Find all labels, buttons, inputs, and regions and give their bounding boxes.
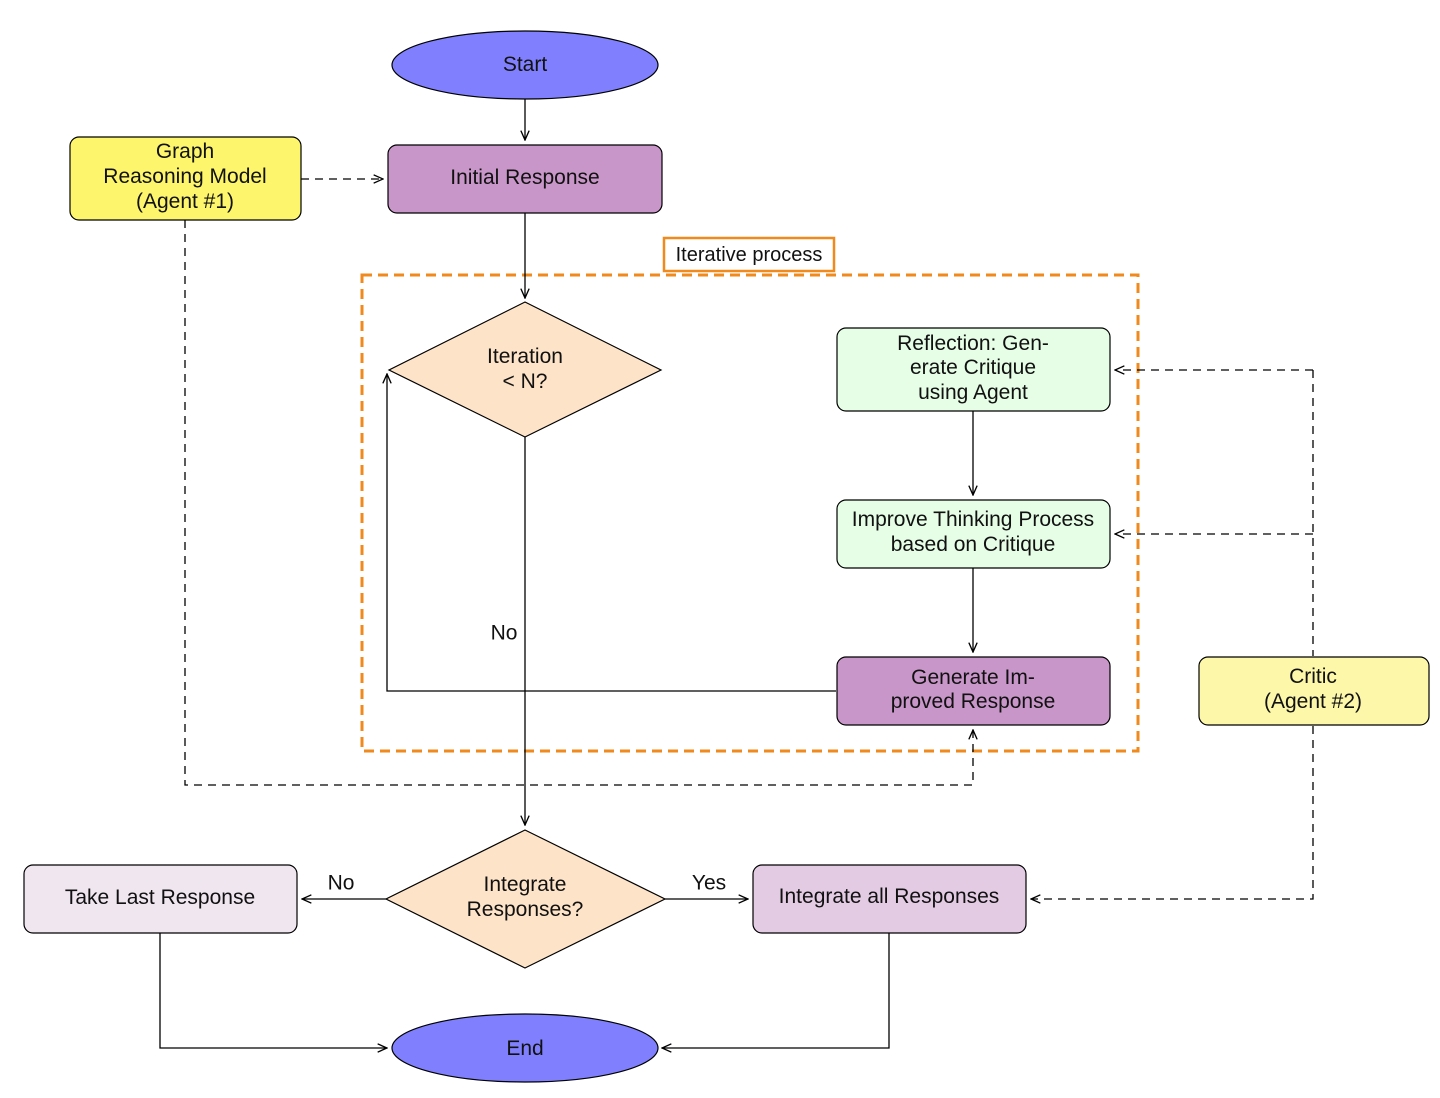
iteration-line-1: Iteration [487, 345, 563, 368]
svg-text:Take Last Response: Take Last Response [65, 886, 255, 909]
svg-text:Improve Thinking Process: Improve Thinking Process [852, 508, 1094, 531]
svg-text:Iteration: Iteration [487, 345, 563, 368]
graph-model-line-3: (Agent #1) [136, 190, 234, 213]
improve-line-1: Improve Thinking Process [852, 508, 1094, 531]
initial-response-node: Initial Response [387, 144, 663, 214]
svg-text:erate Critique: erate Critique [910, 356, 1036, 379]
graph-model-line-1: Graph [156, 140, 214, 163]
edge-critic-to-integrate-all [1031, 726, 1314, 899]
iterative-process-frame [360, 273, 1140, 753]
svg-text:Reflection: Gen-: Reflection: Gen- [897, 332, 1049, 355]
edge-generate-loop-to-iteration [387, 374, 836, 692]
edge-integrate-all-to-end [662, 933, 890, 1048]
reflection-line-3: using Agent [918, 381, 1028, 404]
improve-thinking-node: Improve Thinking Process based on Critiq… [836, 499, 1111, 569]
svg-text:Graph: Graph [156, 140, 214, 163]
integrate-q-line-1: Integrate [484, 873, 567, 896]
generate-line-2: proved Response [891, 690, 1056, 713]
reflection-line-1: Reflection: Gen- [897, 332, 1049, 355]
integrate-responses-decision: Integrate Responses? [384, 829, 667, 969]
iteration-decision: Iteration < N? [387, 301, 663, 438]
end-node: End [391, 1013, 659, 1083]
svg-text:based on Critique: based on Critique [891, 533, 1056, 556]
end-label: End [506, 1037, 543, 1060]
svg-text:Critic: Critic [1289, 665, 1337, 688]
integrate-all-responses-node: Integrate all Responses [752, 864, 1027, 934]
svg-text:Generate Im-: Generate Im- [911, 666, 1035, 689]
iterative-process-label-box [662, 236, 836, 273]
edge-label-integrate-no: No [328, 872, 355, 895]
reflection-node: Reflection: Gen- erate Critique using Ag… [836, 327, 1111, 412]
generate-line-1: Generate Im- [911, 666, 1035, 689]
improve-line-2: based on Critique [891, 533, 1056, 556]
svg-text:using Agent: using Agent [918, 381, 1028, 404]
generate-improved-response-node: Generate Im- proved Response [836, 656, 1111, 726]
svg-text:(Agent #2): (Agent #2) [1264, 690, 1362, 713]
edge-take-last-to-end [159, 933, 387, 1048]
take-last-label: Take Last Response [65, 886, 255, 909]
critic-line-2: (Agent #2) [1264, 690, 1362, 713]
svg-text:Initial Response: Initial Response [450, 166, 599, 189]
start-node: Start [391, 30, 659, 100]
iteration-line-2: < N? [503, 370, 548, 393]
start-label: Start [503, 53, 548, 76]
svg-text:Integrate: Integrate [484, 873, 567, 896]
initial-response-label: Initial Response [450, 166, 599, 189]
graph-reasoning-model-agent-1: Graph Reasoning Model (Agent #1) [69, 136, 302, 221]
svg-text:End: End [506, 1037, 543, 1060]
svg-text:Start: Start [503, 53, 548, 76]
critic-agent-2: Critic (Agent #2) [1198, 656, 1430, 726]
edge-label-iteration-no: No [491, 622, 518, 645]
critic-line-1: Critic [1289, 665, 1337, 688]
reflection-line-2: erate Critique [910, 356, 1036, 379]
edge-label-integrate-yes: Yes [692, 872, 726, 895]
edge-agent1-to-generate [184, 220, 973, 786]
svg-text:< N?: < N? [503, 370, 548, 393]
take-last-response-node: Take Last Response [23, 864, 298, 934]
svg-text:proved Response: proved Response [891, 690, 1056, 713]
integrate-q-line-2: Responses? [467, 898, 584, 921]
svg-text:Responses?: Responses? [467, 898, 584, 921]
integrate-all-label: Integrate all Responses [779, 885, 1000, 908]
svg-text:(Agent #1): (Agent #1) [136, 190, 234, 213]
iterative-process-label: Iterative process [676, 244, 823, 266]
graph-model-line-2: Reasoning Model [103, 165, 266, 188]
svg-text:Reasoning Model: Reasoning Model [103, 165, 266, 188]
svg-text:Integrate all Responses: Integrate all Responses [779, 885, 1000, 908]
